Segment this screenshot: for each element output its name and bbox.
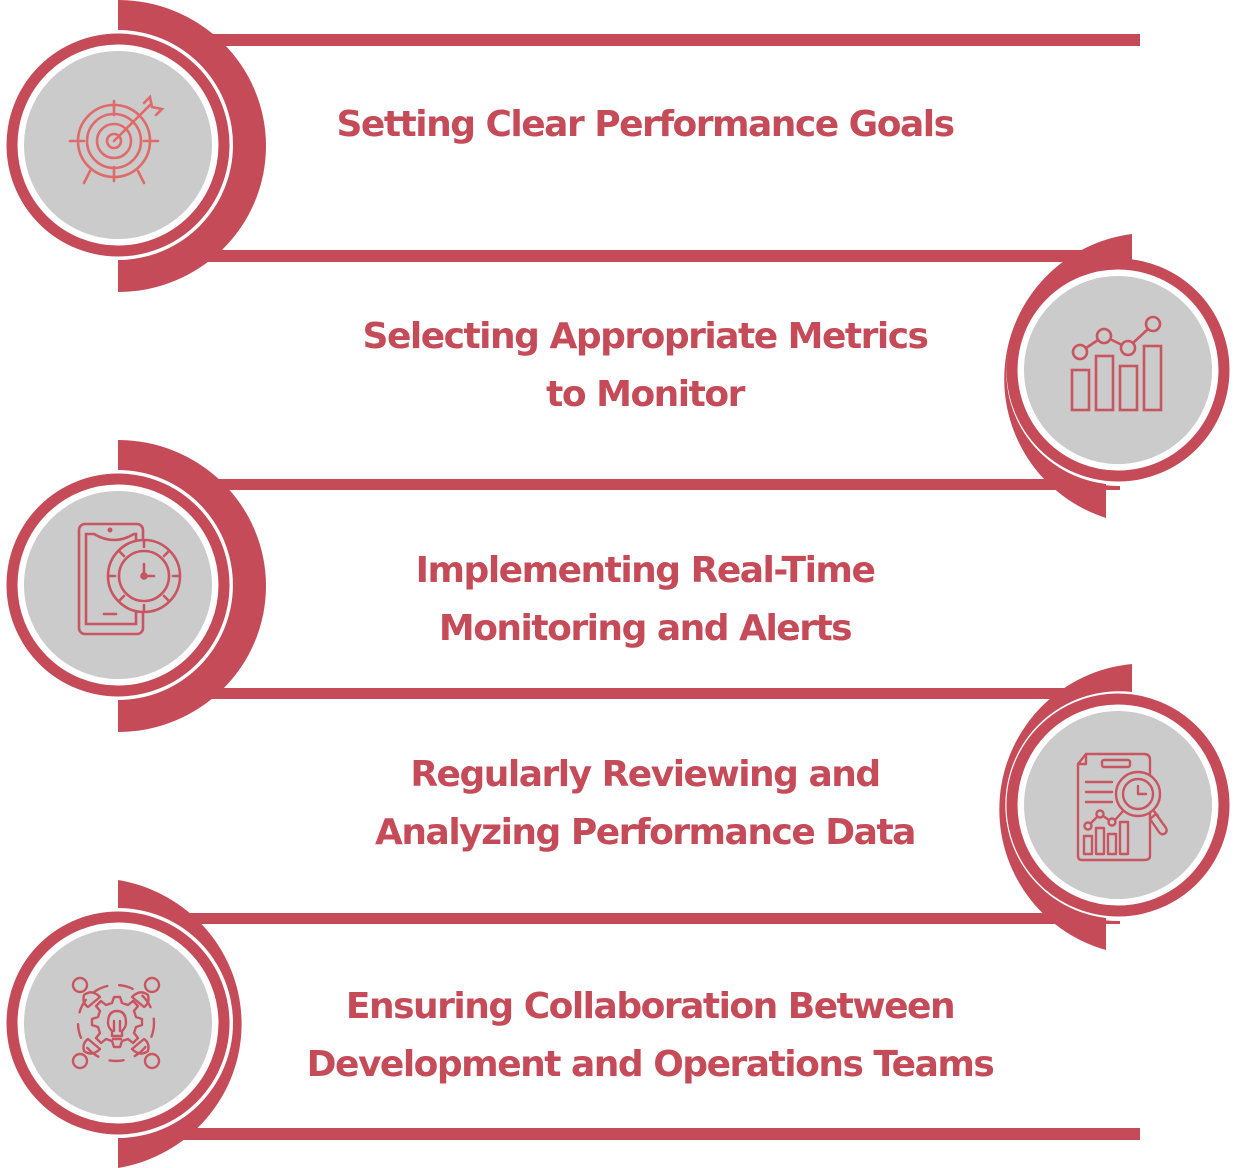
step-4-line-1: Regularly Reviewing and	[410, 754, 881, 795]
step-3-line-2: Monitoring and Alerts	[438, 608, 853, 649]
step-2-line-2: to Monitor	[546, 374, 745, 415]
connector-bar-5	[160, 913, 1120, 924]
report-magnifier-icon	[1066, 748, 1186, 868]
team-gear-lightbulb-icon	[58, 963, 178, 1083]
step-4-title: Regularly Reviewing and Analyzing Perfor…	[300, 746, 990, 862]
step-4-line-2: Analyzing Performance Data	[375, 812, 916, 853]
connector-bar-4	[160, 688, 1120, 699]
bar-line-chart-icon	[1058, 312, 1178, 432]
connector-bar-1	[160, 34, 1140, 46]
step-1-title: Setting Clear Performance Goals	[300, 96, 990, 154]
connector-bar-2	[160, 250, 1120, 262]
connector-bar-6	[160, 1128, 1140, 1140]
connector-bar-3	[160, 479, 1120, 490]
step-5-line-1: Ensuring Collaboration Between	[345, 986, 956, 1027]
step-2-title: Selecting Appropriate Metrics to Monitor	[300, 308, 990, 424]
step-5-line-2: Development and Operations Teams	[306, 1044, 995, 1085]
target-arrow-icon	[58, 85, 178, 205]
step-5-title: Ensuring Collaboration Between Developme…	[260, 978, 1040, 1094]
step-2-line-1: Selecting Appropriate Metrics	[362, 316, 929, 357]
phone-stopwatch-icon	[70, 520, 190, 640]
step-1-line-1: Setting Clear Performance Goals	[336, 104, 955, 145]
step-3-title: Implementing Real-Time Monitoring and Al…	[300, 542, 990, 658]
step-3-line-1: Implementing Real-Time	[415, 550, 876, 591]
